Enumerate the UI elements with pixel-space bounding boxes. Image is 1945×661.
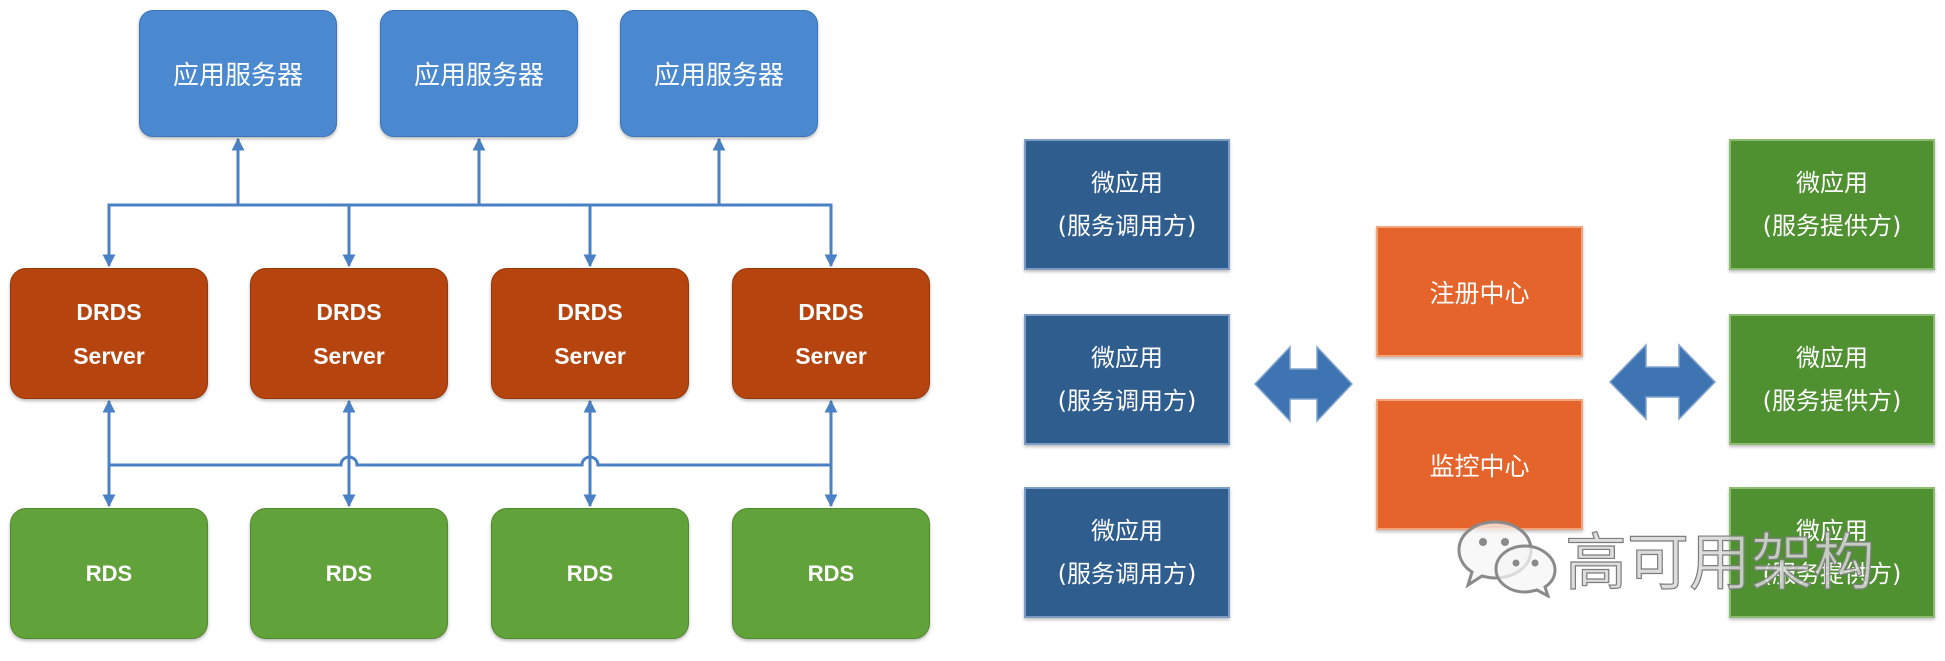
- provider-label-line2: (服务提供方): [1762, 386, 1902, 415]
- rds-box: RDS: [491, 508, 689, 639]
- drds-server-label-line1: DRDS: [798, 298, 864, 325]
- provider-label-line2: (服务提供方): [1762, 559, 1902, 588]
- center-provider-double-arrow: [1608, 343, 1717, 421]
- consumer-label-line2: (服务调用方): [1057, 386, 1197, 415]
- provider-label-line1: 微应用: [1796, 343, 1868, 372]
- app-server-box: 应用服务器: [380, 10, 578, 137]
- consumer-app-box: 微应用 (服务调用方): [1024, 487, 1230, 618]
- drds-server-label-line2: Server: [73, 342, 145, 369]
- provider-label-line1: 微应用: [1796, 168, 1868, 197]
- monitor-center-label: 监控中心: [1429, 451, 1530, 481]
- drds-server-box: DRDS Server: [250, 268, 448, 399]
- registry-center-box: 注册中心: [1376, 226, 1583, 357]
- registry-center-label: 注册中心: [1429, 278, 1530, 308]
- app-server-box: 应用服务器: [139, 10, 337, 137]
- rds-label: RDS: [325, 560, 373, 586]
- drds-server-box: DRDS Server: [491, 268, 689, 399]
- drds-server-label-line2: Server: [795, 342, 867, 369]
- consumer-center-double-arrow: [1253, 345, 1354, 423]
- provider-app-box: 微应用 (服务提供方): [1729, 139, 1935, 270]
- rds-box: RDS: [10, 508, 208, 639]
- provider-label-line1: 微应用: [1796, 516, 1868, 545]
- drds-server-label-line2: Server: [554, 342, 626, 369]
- drds-server-label-line2: Server: [313, 342, 385, 369]
- provider-app-box: 微应用 (服务提供方): [1729, 487, 1935, 618]
- drds-server-label-line1: DRDS: [316, 298, 382, 325]
- consumer-label-line2: (服务调用方): [1057, 559, 1197, 588]
- app-server-label: 应用服务器: [413, 61, 544, 91]
- rds-box: RDS: [250, 508, 448, 639]
- consumer-label-line1: 微应用: [1091, 168, 1163, 197]
- consumer-app-box: 微应用 (服务调用方): [1024, 314, 1230, 445]
- rds-label: RDS: [807, 560, 855, 586]
- rds-label: RDS: [85, 560, 133, 586]
- provider-label-line2: (服务提供方): [1762, 211, 1902, 240]
- app-server-label: 应用服务器: [172, 61, 303, 91]
- provider-app-box: 微应用 (服务提供方): [1729, 314, 1935, 445]
- consumer-app-box: 微应用 (服务调用方): [1024, 139, 1230, 270]
- drds-server-label-line1: DRDS: [76, 298, 142, 325]
- consumer-label-line1: 微应用: [1091, 343, 1163, 372]
- rds-box: RDS: [732, 508, 930, 639]
- watermark-text: 高可用架构: [1564, 525, 1876, 599]
- app-server-box: 应用服务器: [620, 10, 818, 137]
- wechat-icon: [1457, 520, 1557, 598]
- app-server-label: 应用服务器: [653, 61, 784, 91]
- lower-bus-line: [109, 455, 831, 467]
- consumer-label-line1: 微应用: [1091, 516, 1163, 545]
- consumer-label-line2: (服务调用方): [1057, 211, 1197, 240]
- drds-server-box: DRDS Server: [732, 268, 930, 399]
- rds-label: RDS: [566, 560, 614, 586]
- drds-server-label-line1: DRDS: [557, 298, 623, 325]
- monitor-center-box: 监控中心: [1376, 399, 1583, 530]
- drds-server-box: DRDS Server: [10, 268, 208, 399]
